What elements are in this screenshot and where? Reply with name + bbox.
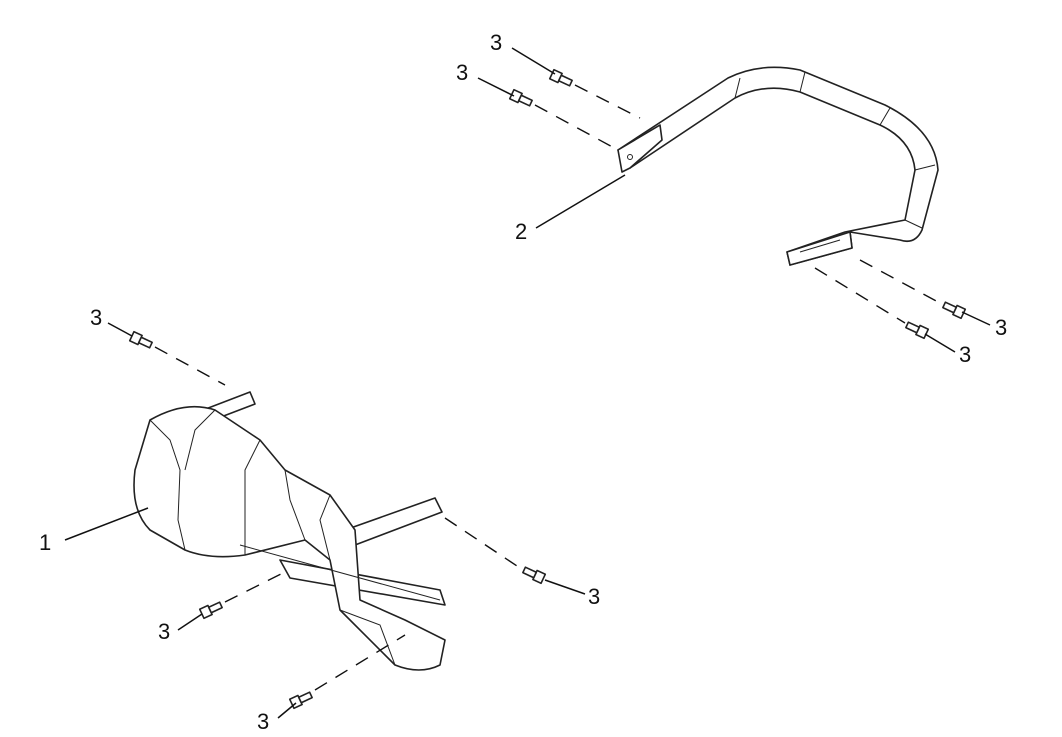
bolts bbox=[128, 68, 967, 710]
callout-label: 3 bbox=[90, 305, 103, 330]
callout-label: 3 bbox=[456, 60, 469, 85]
callout-label: 3 bbox=[490, 30, 503, 55]
alignment-lines bbox=[154, 84, 941, 691]
upper-handle-part bbox=[617, 66, 939, 266]
bolt bbox=[508, 88, 533, 107]
bolt bbox=[942, 301, 967, 320]
callout-label: 3 bbox=[257, 709, 270, 734]
callout-label: 3 bbox=[995, 315, 1008, 340]
bolt bbox=[198, 601, 223, 620]
bolt bbox=[905, 321, 930, 340]
bolt bbox=[522, 566, 547, 585]
callout-label: 1 bbox=[39, 530, 52, 555]
bolt bbox=[548, 68, 573, 87]
callout-label: 3 bbox=[588, 584, 601, 609]
bolt bbox=[128, 330, 153, 349]
callout-label: 3 bbox=[959, 342, 972, 367]
leader-lines bbox=[64, 47, 991, 719]
callout-label: 3 bbox=[158, 619, 171, 644]
lower-handle-part bbox=[133, 391, 446, 671]
callout-label: 2 bbox=[515, 219, 528, 244]
